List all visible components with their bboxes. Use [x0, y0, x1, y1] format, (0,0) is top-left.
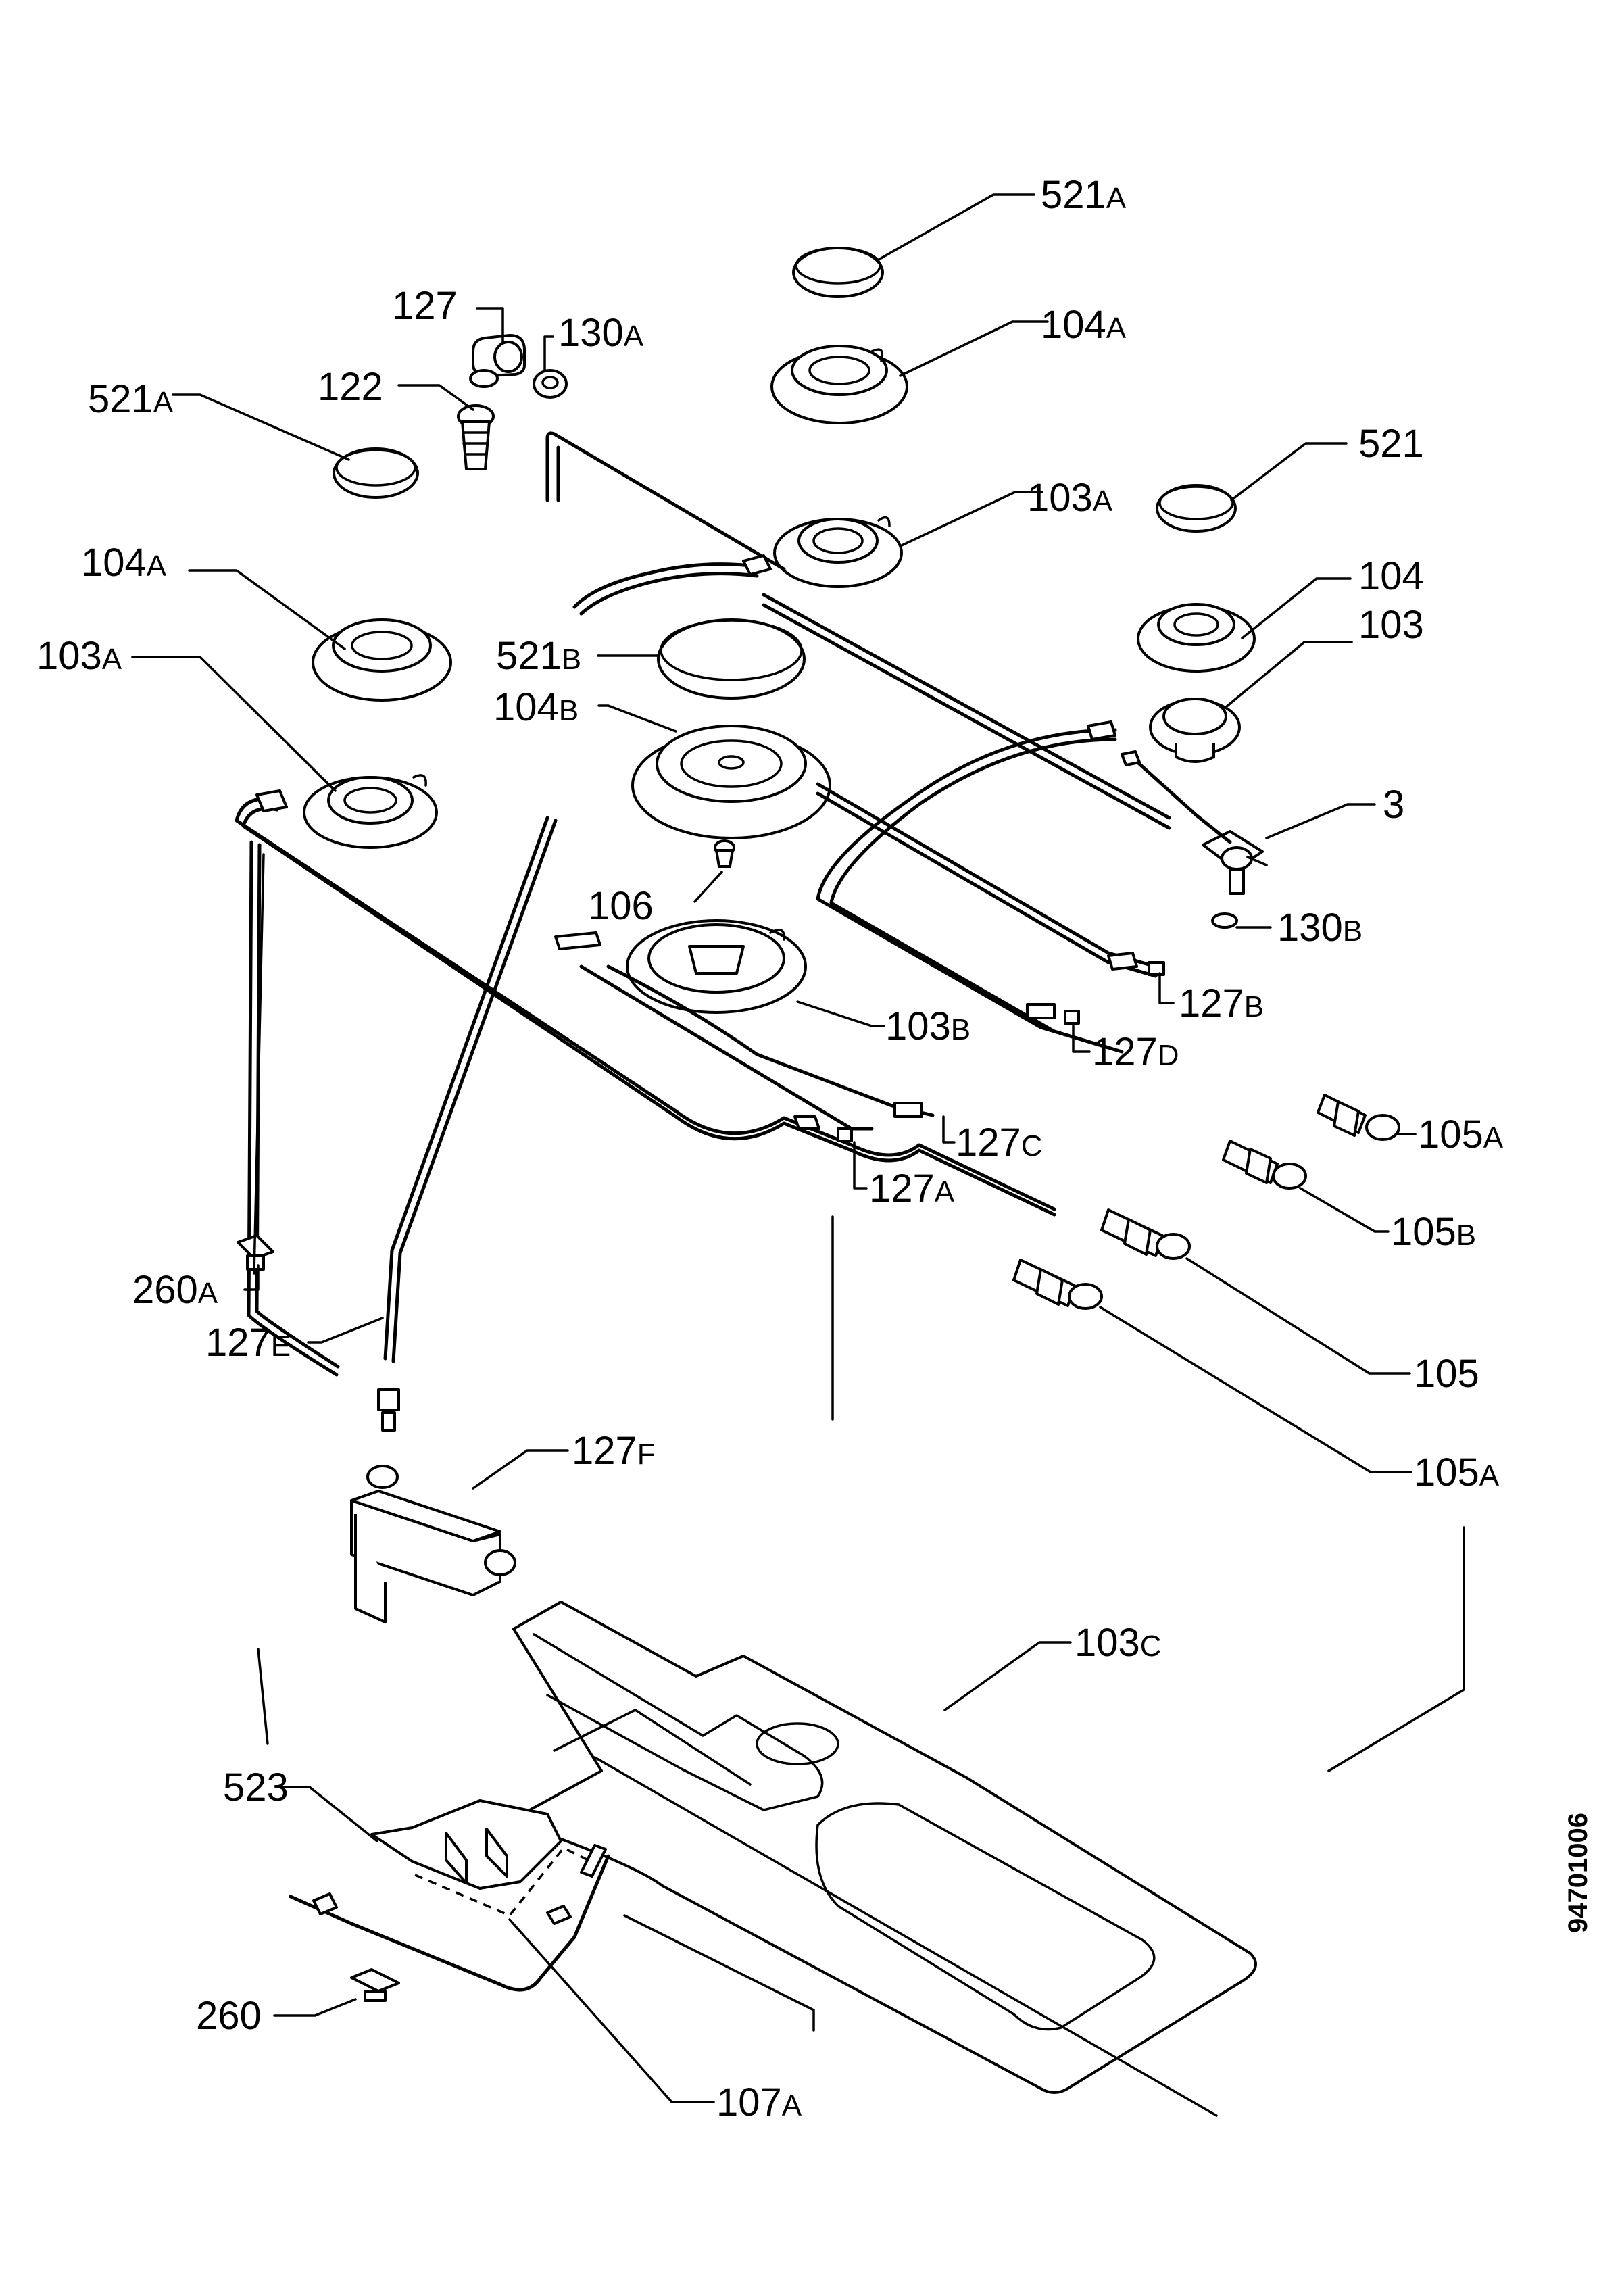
label-521b: 521B — [496, 634, 581, 678]
clip-260 — [350, 1968, 400, 2002]
thermocouple-3 — [1202, 830, 1268, 895]
label-521a-left: 521A — [88, 377, 174, 421]
injector-122 — [457, 404, 495, 470]
label-122: 122 — [318, 365, 383, 409]
washer-130b — [1211, 912, 1238, 929]
burner-cap-521a-top — [792, 247, 884, 298]
label-103b: 103B — [885, 1004, 970, 1048]
label-103a-top: 103A — [1027, 476, 1113, 520]
label-105b: 105B — [1391, 1210, 1476, 1254]
burner-base-103b — [626, 919, 807, 1014]
alignment-lines — [253, 853, 1465, 2032]
burner-base-103a-top — [773, 516, 903, 588]
label-104b: 104B — [493, 685, 579, 729]
label-104a-top: 104A — [1041, 303, 1127, 347]
label-104a-left: 104A — [81, 541, 167, 585]
burner-base-103a-left — [303, 774, 438, 849]
label-105: 105 — [1414, 1352, 1479, 1396]
valve-105a-top — [1317, 1094, 1400, 1141]
burner-crown-104 — [1137, 603, 1256, 673]
thermocouple-wire-107a — [289, 1844, 610, 1992]
valve-105b — [1222, 1140, 1307, 1190]
burner-crown-104a-top — [770, 345, 908, 424]
nut-130a — [533, 369, 568, 399]
label-521a-top: 521A — [1041, 173, 1127, 217]
label-130a: 130A — [558, 311, 644, 355]
base-plate-103c — [512, 1601, 1257, 2117]
label-521: 521 — [1358, 422, 1424, 466]
burner-crown-104b — [631, 725, 831, 839]
valve-105 — [1100, 1208, 1191, 1260]
label-105a-bottom: 105A — [1414, 1450, 1500, 1494]
burner-cap-521 — [1156, 484, 1237, 533]
label-105a-top: 105A — [1418, 1113, 1504, 1156]
label-103a-left: 103A — [36, 634, 122, 678]
label-523: 523 — [223, 1765, 289, 1809]
label-130b: 130B — [1277, 906, 1362, 950]
label-127: 127 — [392, 284, 458, 328]
burner-cap-521b — [657, 618, 806, 700]
injector-106 — [714, 839, 735, 868]
label-3: 3 — [1383, 783, 1404, 827]
burner-crown-104a-left — [312, 618, 452, 702]
label-103: 103 — [1358, 603, 1424, 647]
bracket-523 — [370, 1799, 562, 1890]
label-127c: 127C — [956, 1121, 1043, 1165]
leader-lines — [131, 193, 1417, 2103]
label-127a: 127A — [869, 1167, 955, 1211]
guide-dashed-523 — [414, 1846, 591, 1918]
label-103c: 103C — [1075, 1621, 1162, 1665]
valve-105a-bottom — [1012, 1259, 1103, 1310]
label-107a: 107A — [716, 2080, 802, 2124]
label-127f: 127F — [572, 1429, 656, 1473]
document-number: 94701006 — [1563, 1813, 1593, 1933]
label-260a: 260A — [132, 1268, 218, 1312]
label-104: 104 — [1358, 554, 1424, 598]
burner-cap-521a-left — [333, 447, 419, 499]
label-106: 106 — [588, 884, 654, 928]
connector-block-127f — [350, 1465, 516, 1623]
gas-pipe-network — [235, 431, 1232, 1432]
label-127d: 127D — [1092, 1030, 1179, 1074]
part-labels: 521A 104A 127 130A 122 521A 521 103A 104… — [36, 173, 1504, 2124]
label-127e: 127E — [205, 1321, 291, 1365]
label-260: 260 — [196, 1994, 262, 2038]
elbow-fitting-127 — [469, 334, 526, 388]
label-127b: 127B — [1179, 981, 1264, 1025]
burner-base-103 — [1149, 698, 1241, 763]
